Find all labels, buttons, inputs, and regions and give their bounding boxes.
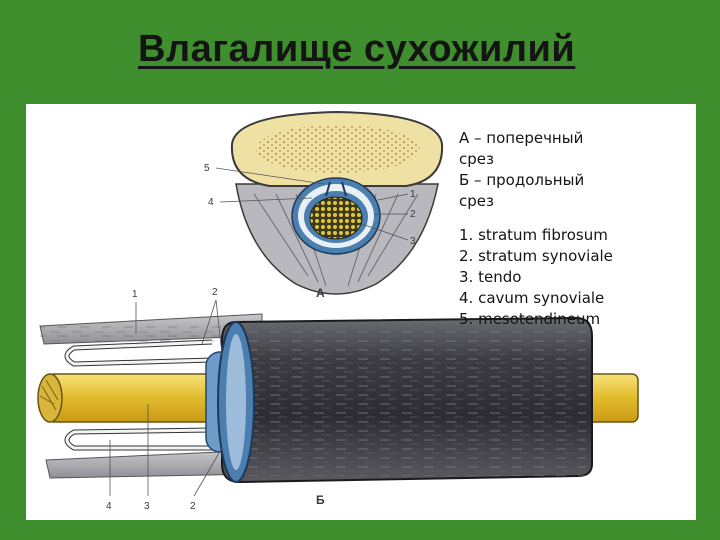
legend-item-5: 5. mesotendineum: [459, 310, 601, 328]
cross-section-a: 5 4 1 2 3 А: [204, 110, 444, 300]
cross-label-4: 4: [208, 197, 214, 208]
legend-a: А – поперечный: [459, 129, 584, 147]
legend-a-cont: срез: [459, 150, 494, 168]
slide-title: Влагалище сухожилий: [138, 28, 576, 70]
cross-section-name: А: [316, 286, 325, 300]
legend-b-cont: срез: [459, 192, 494, 210]
legend-item-4: 4. cavum synoviale: [459, 289, 605, 307]
long-label-3: 3: [144, 501, 150, 512]
legend: А – поперечный срез Б – продольный срез …: [459, 128, 694, 330]
cross-label-1: 1: [410, 189, 416, 200]
figure-panel: 5 4 1 2 3 А: [26, 104, 696, 520]
cross-label-3: 3: [410, 236, 416, 247]
longitudinal-section-b: 1 2 4 3 2 Б: [37, 287, 639, 512]
tendon-sheath-illustration: 5 4 1 2 3 А: [37, 110, 639, 512]
legend-item-2: 2. stratum synoviale: [459, 247, 613, 265]
long-label-2-top: 2: [212, 287, 218, 298]
long-label-1: 1: [132, 289, 138, 300]
longitudinal-section-name: Б: [316, 493, 325, 507]
legend-item-1: 1. stratum fibrosum: [459, 226, 608, 244]
long-label-4: 4: [106, 501, 112, 512]
legend-b: Б – продольный: [459, 171, 585, 189]
cross-label-5: 5: [204, 163, 210, 174]
legend-gap: [459, 212, 694, 225]
long-label-2-bottom: 2: [190, 501, 196, 512]
legend-item-3: 3. tendo: [459, 268, 522, 286]
cross-label-2: 2: [410, 209, 416, 220]
